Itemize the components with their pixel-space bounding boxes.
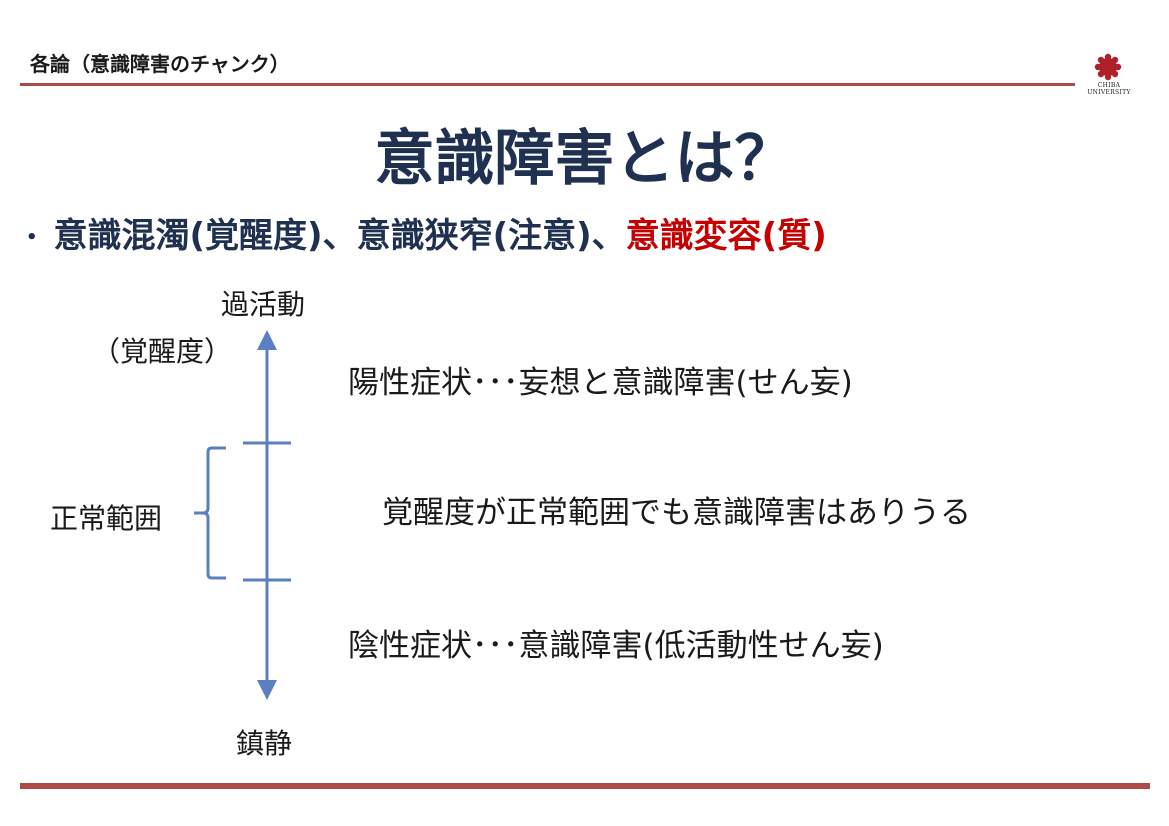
range-bracket: [194, 446, 226, 580]
bullet-text: 意識混濁(覚醒度)、意識狭窄(注意)、: [53, 216, 626, 256]
range-label: 正常範囲: [50, 502, 163, 535]
slide-title: 意識障害とは？: [374, 124, 795, 194]
section-header: 各論（意識障害のチャンク）: [30, 52, 290, 76]
bullet-highlight: 意識変容(質): [625, 216, 827, 256]
bullet-dot-icon: •: [26, 227, 38, 248]
positive-symptoms-text: 陽性症状･･･妄想と意識障害(せん妄): [348, 365, 853, 401]
footer-divider: [20, 783, 1150, 789]
header-divider: [20, 83, 1075, 86]
logo-text-line1: CHIBA: [1097, 82, 1121, 89]
axis-side-label: （覚醒度）: [92, 335, 233, 368]
university-logo-text: CHIBA UNIVERSITY: [1078, 82, 1140, 96]
negative-symptoms-text: 陰性症状･･･意識障害(低活動性せん妄): [348, 628, 884, 664]
arrow-down-icon: [257, 680, 277, 700]
university-logo-icon: [1094, 53, 1122, 81]
arrow-up-icon: [257, 330, 277, 350]
bullet-point: • 意識混濁(覚醒度)、意識狭窄(注意)、意識変容(質): [26, 208, 827, 257]
axis-bottom-label: 鎮静: [236, 727, 293, 760]
normal-range-text: 覚醒度が正常範囲でも意識障害はありうる: [382, 495, 971, 531]
axis-top-label: 過活動: [221, 288, 306, 321]
logo-text-line2: UNIVERSITY: [1087, 89, 1131, 96]
